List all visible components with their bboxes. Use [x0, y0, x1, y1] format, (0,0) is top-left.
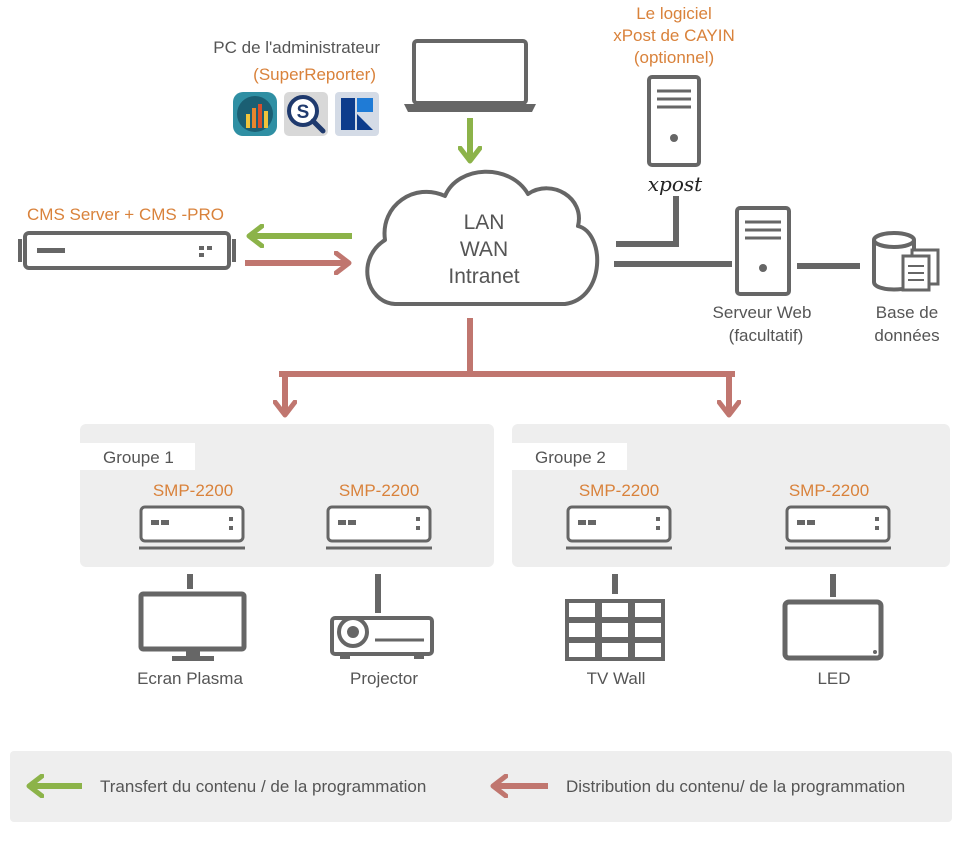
group-1-player-2-model: SMP-2200	[339, 481, 419, 500]
media-player-icon	[564, 505, 674, 550]
web-server-icon	[735, 206, 791, 296]
group-2-title: Groupe 2	[535, 448, 606, 467]
media-player-icon	[137, 505, 247, 550]
cloud-line2: WAN	[460, 238, 508, 261]
cloud-line3: Intranet	[448, 265, 519, 288]
web-server-line2: (facultatif)	[729, 326, 804, 345]
distribution-arrows	[282, 318, 732, 414]
database-line1: Base de	[876, 303, 938, 322]
search-s-icon: S	[284, 92, 328, 136]
projector-icon	[330, 616, 434, 659]
group-1-title: Groupe 1	[103, 448, 174, 467]
cms-k-icon	[335, 92, 379, 136]
server-tower-icon	[647, 75, 701, 167]
led-display-icon	[782, 599, 884, 661]
rack-server-icon	[18, 231, 236, 270]
admin-pc-software: (SuperReporter)	[253, 65, 376, 84]
plasma-screen-icon	[138, 591, 247, 661]
xpost-line2: xPost de CAYIN	[613, 26, 735, 45]
xpost-logo: xpost	[648, 172, 703, 196]
database-line2: données	[874, 326, 939, 345]
group-2-device-2: LED	[817, 669, 850, 688]
laptop-icon	[404, 39, 536, 112]
tv-wall-icon	[565, 599, 665, 661]
xpost-link	[616, 196, 679, 247]
legend-panel	[10, 751, 952, 822]
web-server-line1: Serveur Web	[713, 303, 812, 322]
legend-transfer-label: Transfert du contenu / de la programmati…	[100, 777, 426, 796]
cms-label: CMS Server + CMS -PRO	[27, 205, 224, 224]
group-1-player-1-model: SMP-2200	[153, 481, 233, 500]
admin-pc-label: PC de l'administrateur	[213, 38, 380, 57]
database-icon	[872, 231, 940, 292]
media-player-icon	[324, 505, 434, 550]
xpost-line3: (optionnel)	[634, 48, 714, 67]
group-1-device-1: Ecran Plasma	[137, 669, 243, 688]
group-2-player-2-model: SMP-2200	[789, 481, 869, 500]
media-player-icon	[783, 505, 893, 550]
group-2-device-1: TV Wall	[587, 669, 646, 688]
legend-distribution-label: Distribution du contenu/ de la programma…	[566, 777, 905, 796]
cloud-icon	[365, 169, 600, 306]
superreporter-icon	[233, 92, 277, 136]
group-1-device-2: Projector	[350, 669, 418, 688]
xpost-line1: Le logiciel	[636, 4, 712, 23]
svg-text:S: S	[297, 102, 310, 123]
group-2-player-1-model: SMP-2200	[579, 481, 659, 500]
cloud-line1: LAN	[464, 211, 505, 234]
